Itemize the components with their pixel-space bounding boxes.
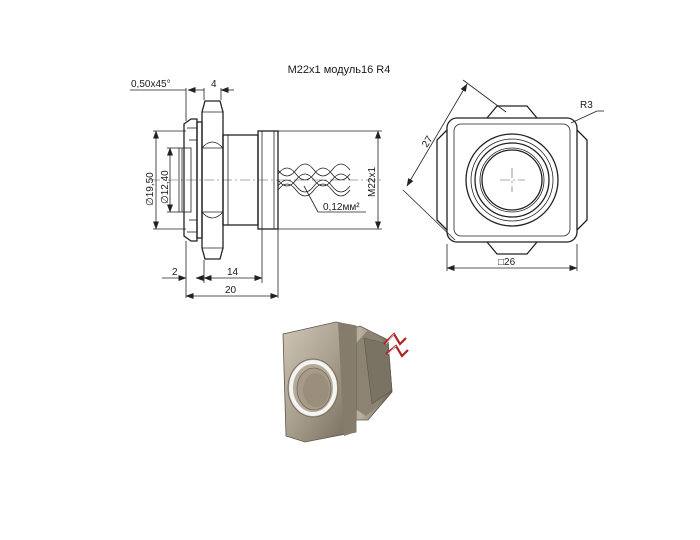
dim-front-label: 2 xyxy=(172,267,178,278)
dia-outer-label: ∅19,50 xyxy=(145,172,156,206)
dim-body-label: 14 xyxy=(227,267,239,278)
diagonal-label: 27 xyxy=(420,134,435,150)
button-face xyxy=(481,149,543,211)
side-view: 0,50x45° 4 ∅19,50 ∅12,40 M22x1 0,12мм² 2 xyxy=(130,79,382,299)
thickness-label: 4 xyxy=(211,79,217,90)
thread-label: M22x1 xyxy=(367,167,378,197)
chamfer-label: 0,50x45° xyxy=(131,79,171,90)
product-render xyxy=(282,321,409,443)
dia-inner-label: ∅12,40 xyxy=(160,170,171,204)
drawing-title: M22x1 модуль16 R4 xyxy=(288,64,391,76)
front-flange xyxy=(183,118,198,242)
twisted-wires xyxy=(277,163,351,197)
radius-label: R3 xyxy=(580,100,593,111)
width-label: □26 xyxy=(498,257,516,268)
illuminated-ring xyxy=(474,142,550,218)
dim-total-label: 20 xyxy=(225,285,237,296)
washer xyxy=(196,121,203,239)
front-view: 27 R3 □26 xyxy=(402,79,604,271)
wire-section-label: 0,12мм² xyxy=(323,202,360,213)
